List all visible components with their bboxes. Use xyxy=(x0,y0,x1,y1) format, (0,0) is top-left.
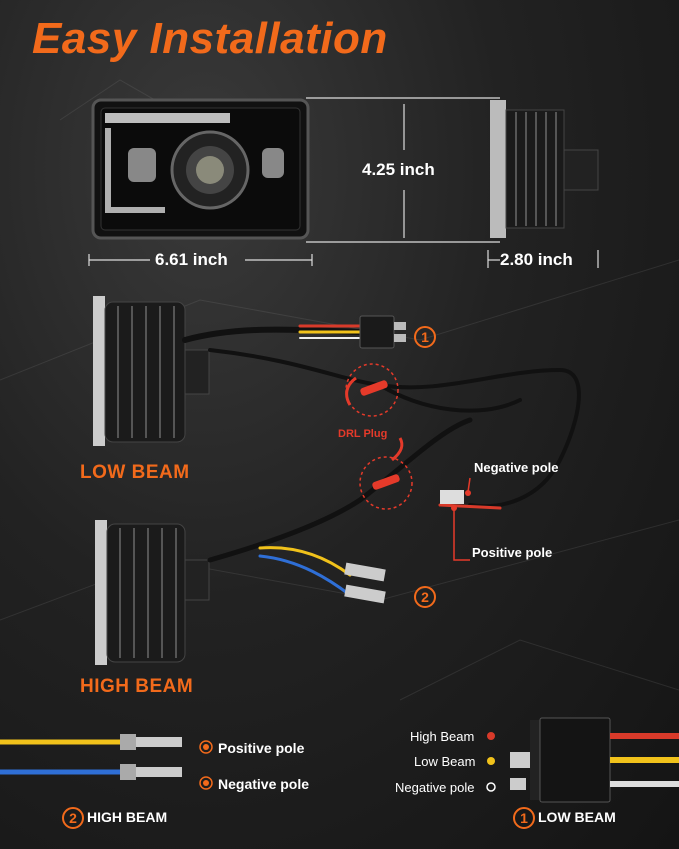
connector-2-badge: 2 xyxy=(414,586,436,608)
width-dimension: 6.61 inch xyxy=(155,250,228,269)
headlight-front-view xyxy=(91,98,310,240)
high-beam-legend-graphic xyxy=(0,734,213,790)
headlight-side-view xyxy=(490,100,599,238)
drl-plug-label: DRL Plug xyxy=(338,428,388,440)
height-dimension: 4.25 inch xyxy=(362,160,435,179)
legend-high-beam-title: HIGH BEAM xyxy=(87,809,168,825)
connector-1-badge: 1 xyxy=(414,326,436,348)
legend-negative-wire: Negative pole xyxy=(395,780,475,795)
high-beam-lamp xyxy=(95,520,210,665)
legend-high-beam-wire: High Beam xyxy=(410,729,475,744)
negative-pole-label: Negative pole xyxy=(474,460,559,475)
legend-low-beam-badge: 1 xyxy=(513,807,535,829)
legend-high-beam-badge: 2 xyxy=(62,807,84,829)
legend-negative-pole: Negative pole xyxy=(218,776,310,792)
low-beam-label: LOW BEAM xyxy=(80,462,190,483)
legend-positive-pole: Positive pole xyxy=(218,740,305,756)
page-title: Easy Installation xyxy=(32,14,388,63)
positive-pole-label: Positive pole xyxy=(472,545,553,560)
depth-dimension: 2.80 inch xyxy=(500,250,573,269)
legend-low-beam-wire: Low Beam xyxy=(414,754,476,769)
low-beam-legend-graphic xyxy=(486,717,679,803)
connector-plugs xyxy=(344,315,464,604)
low-beam-lamp xyxy=(93,296,210,446)
legend-low-beam-title: LOW BEAM xyxy=(538,809,616,825)
high-beam-label: HIGH BEAM xyxy=(80,676,194,697)
